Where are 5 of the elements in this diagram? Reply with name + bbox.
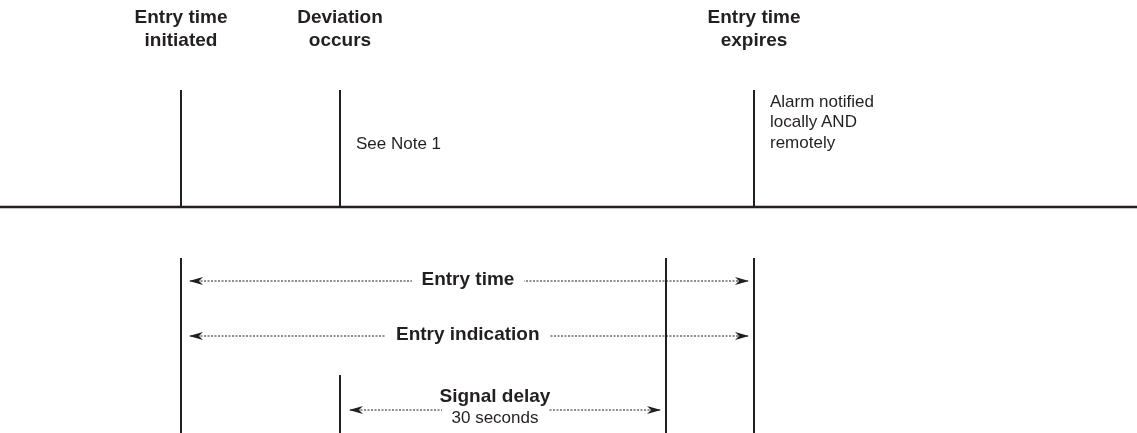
event-heading: Entry time initiated: [133, 6, 229, 52]
event-heading: Entry time expires: [706, 6, 802, 52]
note-text: See Note 1: [356, 134, 443, 155]
event-heading: Deviation occurs: [296, 6, 384, 52]
note-text: Alarm notified locally AND remotely: [770, 92, 875, 154]
